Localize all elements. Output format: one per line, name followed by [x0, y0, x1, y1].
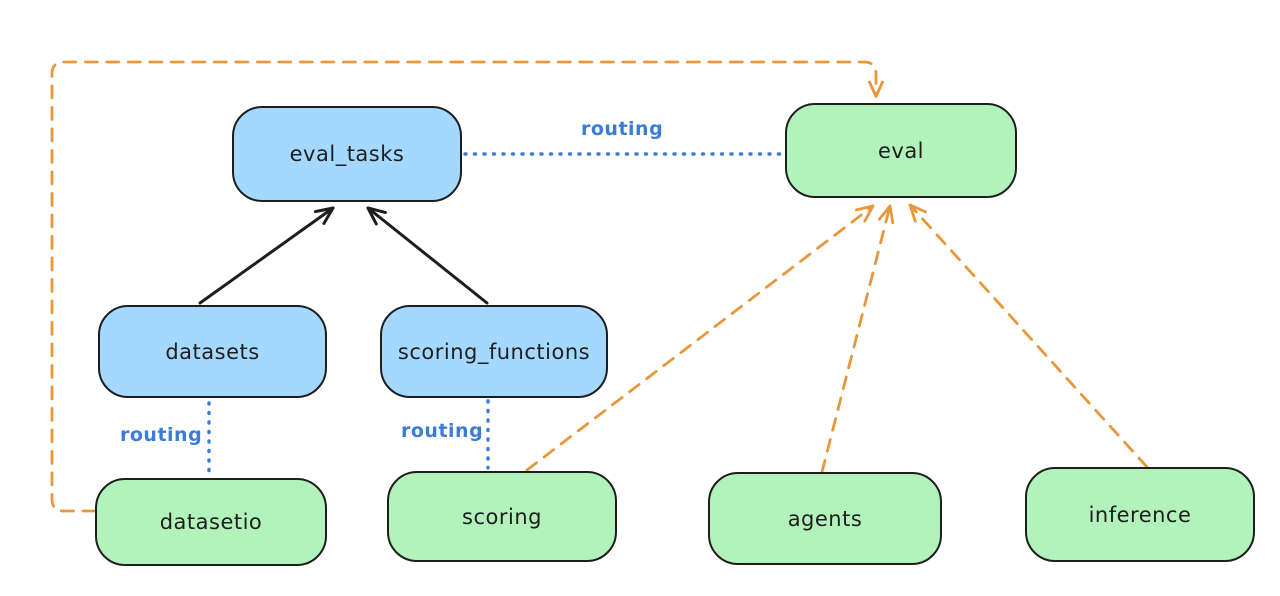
edge-inference-to-eval-dashed [908, 203, 1149, 469]
node-eval-tasks: eval_tasks [232, 106, 462, 202]
node-datasetio-label: datasetio [159, 510, 263, 534]
edge-datasetio-to-eval-dashed [50, 60, 878, 513]
node-eval: eval [785, 103, 1017, 198]
edge-scoring-functions-to-eval-tasks-arrowhead [366, 206, 387, 226]
node-datasets: datasets [98, 305, 327, 398]
node-eval-label: eval [877, 138, 925, 163]
node-scoring-label: scoring [462, 504, 542, 529]
node-scoring: scoring [387, 471, 617, 562]
node-datasetio: datasetio [95, 478, 327, 566]
edge-inference-to-eval-arrowhead [908, 203, 927, 223]
node-datasets-label: datasets [165, 339, 260, 364]
edge-label-routing-datasets: routing [120, 424, 203, 446]
node-agents-label: agents [787, 506, 863, 531]
edge-agents-to-eval-arrowhead [878, 204, 895, 225]
node-eval-tasks-label: eval_tasks [289, 142, 405, 166]
edge-scoring-to-eval-dashed [525, 204, 875, 472]
node-inference-label: inference [1088, 502, 1192, 527]
node-scoring-functions-label: scoring_functions [397, 339, 591, 364]
edge-datasetio-to-eval-arrowhead [868, 80, 884, 98]
node-inference: inference [1025, 467, 1255, 562]
edge-label-routing-scoring: routing [401, 420, 484, 442]
edge-scoring-functions-to-eval-tasks [366, 206, 489, 305]
edge-agents-to-eval-dashed [820, 204, 892, 474]
node-agents: agents [708, 472, 942, 565]
edge-scoring-to-eval-arrowhead [855, 204, 875, 223]
node-scoring-functions: scoring_functions [380, 305, 608, 398]
edge-label-routing-top: routing [581, 118, 664, 140]
edge-datasets-to-eval-tasks-arrowhead [313, 206, 335, 225]
edge-datasets-to-eval-tasks [198, 206, 335, 305]
